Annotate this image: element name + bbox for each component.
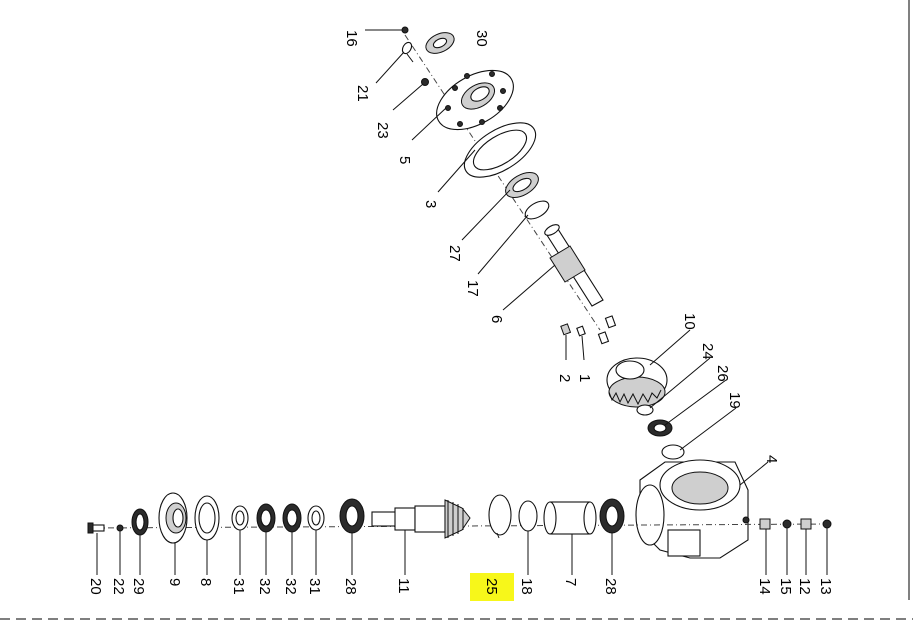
label-17: 17 (464, 280, 481, 297)
part-key-1 (576, 325, 586, 337)
part-washer-13 (822, 519, 832, 529)
part-housing-4 (635, 459, 750, 559)
part-ring-17 (524, 200, 550, 220)
part-seal-30 (425, 32, 455, 54)
label-28-right: 28 (602, 578, 619, 595)
part-spacer-7 (543, 501, 597, 535)
part-labels: 16 30 21 23 5 3 27 17 6 2 1 10 24 26 19 … (87, 30, 834, 595)
part-shaft-6 (544, 224, 604, 307)
part-washer-15 (782, 519, 792, 529)
label-18: 18 (518, 578, 535, 595)
label-28-left: 28 (342, 578, 359, 595)
part-nut-32a (256, 503, 276, 533)
part-washer-21 (401, 41, 414, 63)
label-21: 21 (354, 85, 371, 102)
part-plug-12 (800, 518, 812, 530)
part-washer-22 (116, 524, 124, 532)
part-ring-31a (231, 505, 249, 531)
label-12: 12 (796, 578, 813, 595)
label-31-right: 31 (306, 578, 323, 595)
part-ring-19 (661, 444, 685, 460)
part-nut-32b (282, 503, 302, 533)
label-20: 20 (87, 578, 104, 595)
part-shaft-11 (371, 499, 471, 539)
part-bolt-20 (87, 522, 105, 534)
leader-lines (96, 51, 828, 575)
label-8: 8 (197, 578, 214, 586)
part-bearing-28b (599, 498, 625, 534)
label-2: 2 (556, 374, 573, 382)
label-25: 25 (483, 578, 500, 595)
label-3: 3 (422, 200, 439, 208)
label-13: 13 (817, 578, 834, 595)
label-23: 23 (374, 122, 391, 139)
part-flange-9 (158, 492, 188, 544)
part-plug-14 (759, 518, 771, 530)
label-1: 1 (576, 374, 593, 382)
part-gasket-3 (463, 122, 537, 178)
part-nut-23 (421, 78, 429, 86)
part-pins (597, 315, 617, 345)
input-shaft-assembly (365, 26, 685, 460)
part-ring-25 (488, 494, 512, 539)
label-22: 22 (110, 578, 127, 595)
part-bearing-27 (505, 172, 539, 198)
label-31-left: 31 (230, 578, 247, 595)
part-ring-24 (636, 404, 654, 416)
label-6: 6 (488, 315, 505, 323)
part-cover-5 (436, 69, 514, 131)
label-19: 19 (726, 392, 743, 409)
part-bearing-28a (339, 498, 365, 534)
label-11: 11 (395, 578, 412, 594)
label-9: 9 (166, 578, 183, 586)
part-seal-29 (131, 508, 149, 536)
label-7: 7 (562, 578, 579, 586)
part-bevel-gear-10 (606, 357, 668, 408)
label-30: 30 (473, 30, 490, 47)
part-ring-31b (307, 505, 325, 531)
label-5: 5 (396, 156, 413, 164)
label-24: 24 (699, 343, 716, 360)
label-29: 29 (130, 578, 147, 595)
output-shaft-assembly (87, 492, 832, 544)
label-26: 26 (714, 365, 731, 382)
part-gasket-8 (194, 495, 220, 541)
label-16: 16 (343, 30, 360, 47)
highlight-marker-25 (470, 573, 514, 601)
label-10: 10 (681, 313, 698, 330)
label-27: 27 (446, 245, 463, 262)
label-14: 14 (756, 578, 773, 595)
label-15: 15 (777, 578, 794, 595)
part-key-2 (560, 323, 572, 336)
part-screw-16 (365, 26, 409, 34)
part-ring-18 (518, 500, 538, 532)
label-4: 4 (763, 455, 780, 463)
label-32-left: 32 (256, 578, 273, 595)
label-32-right: 32 (282, 578, 299, 595)
